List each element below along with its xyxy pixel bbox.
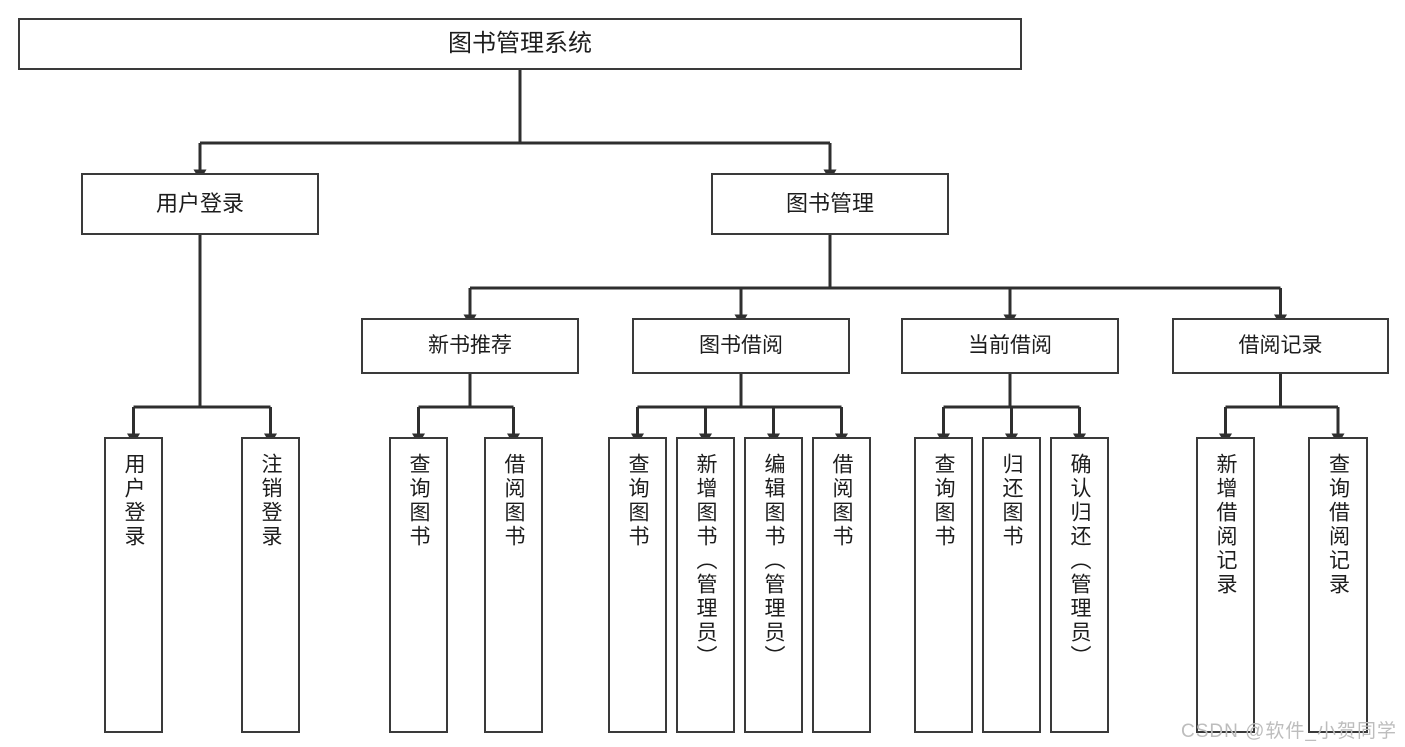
leaf-return-book[interactable]: 归还图书 — [982, 437, 1041, 733]
node-root[interactable]: 图书管理系统 — [18, 18, 1022, 70]
node-borrow-label: 图书借阅 — [699, 333, 783, 357]
leaf-logout[interactable]: 注销登录 — [241, 437, 300, 733]
leaf-confirm-return-admin[interactable]: 确认归还（管理员） — [1050, 437, 1109, 733]
leaf-borrow-book-new[interactable]: 借阅图书 — [484, 437, 543, 733]
leaf-query-book-new-label: 查询图书 — [407, 453, 431, 549]
node-borrow-records[interactable]: 借阅记录 — [1172, 318, 1389, 374]
leaf-add-book-admin-label: 新增图书（管理员） — [694, 453, 718, 669]
leaf-add-borrow-record[interactable]: 新增借阅记录 — [1196, 437, 1255, 733]
leaf-logout-label: 注销登录 — [259, 453, 283, 549]
leaf-edit-book-admin-label: 编辑图书（管理员） — [762, 453, 786, 669]
leaf-query-book-current-label: 查询图书 — [932, 453, 956, 549]
leaf-confirm-return-admin-label: 确认归还（管理员） — [1068, 453, 1092, 669]
leaf-query-book-new[interactable]: 查询图书 — [389, 437, 448, 733]
leaf-query-borrow-record-label: 查询借阅记录 — [1326, 453, 1350, 597]
node-book-manage-label: 图书管理 — [785, 191, 874, 217]
leaf-borrow-book[interactable]: 借阅图书 — [812, 437, 871, 733]
node-user-login-label: 用户登录 — [155, 191, 244, 217]
node-borrow-records-label: 借阅记录 — [1238, 333, 1323, 357]
leaf-return-book-label: 归还图书 — [1000, 453, 1024, 549]
leaf-add-book-admin[interactable]: 新增图书（管理员） — [676, 437, 735, 733]
node-user-login[interactable]: 用户登录 — [81, 173, 319, 235]
leaf-user-login-label: 用户登录 — [122, 453, 146, 549]
leaf-user-login[interactable]: 用户登录 — [104, 437, 163, 733]
node-borrow[interactable]: 图书借阅 — [632, 318, 850, 374]
node-book-manage[interactable]: 图书管理 — [711, 173, 949, 235]
leaf-query-book-borrow-label: 查询图书 — [626, 453, 650, 549]
leaf-query-book-borrow[interactable]: 查询图书 — [608, 437, 667, 733]
leaf-query-book-current[interactable]: 查询图书 — [914, 437, 973, 733]
leaf-borrow-book-new-label: 借阅图书 — [502, 453, 526, 549]
leaf-add-borrow-record-label: 新增借阅记录 — [1214, 453, 1238, 597]
node-new-book-label: 新书推荐 — [428, 333, 512, 357]
node-current-borrow[interactable]: 当前借阅 — [901, 318, 1119, 374]
leaf-borrow-book-label: 借阅图书 — [830, 453, 854, 549]
node-current-borrow-label: 当前借阅 — [968, 333, 1052, 357]
watermark: CSDN @软件_小贺同学 — [1181, 721, 1397, 742]
leaf-edit-book-admin[interactable]: 编辑图书（管理员） — [744, 437, 803, 733]
node-new-book[interactable]: 新书推荐 — [361, 318, 579, 374]
node-root-label: 图书管理系统 — [448, 29, 592, 57]
leaf-query-borrow-record[interactable]: 查询借阅记录 — [1308, 437, 1368, 733]
